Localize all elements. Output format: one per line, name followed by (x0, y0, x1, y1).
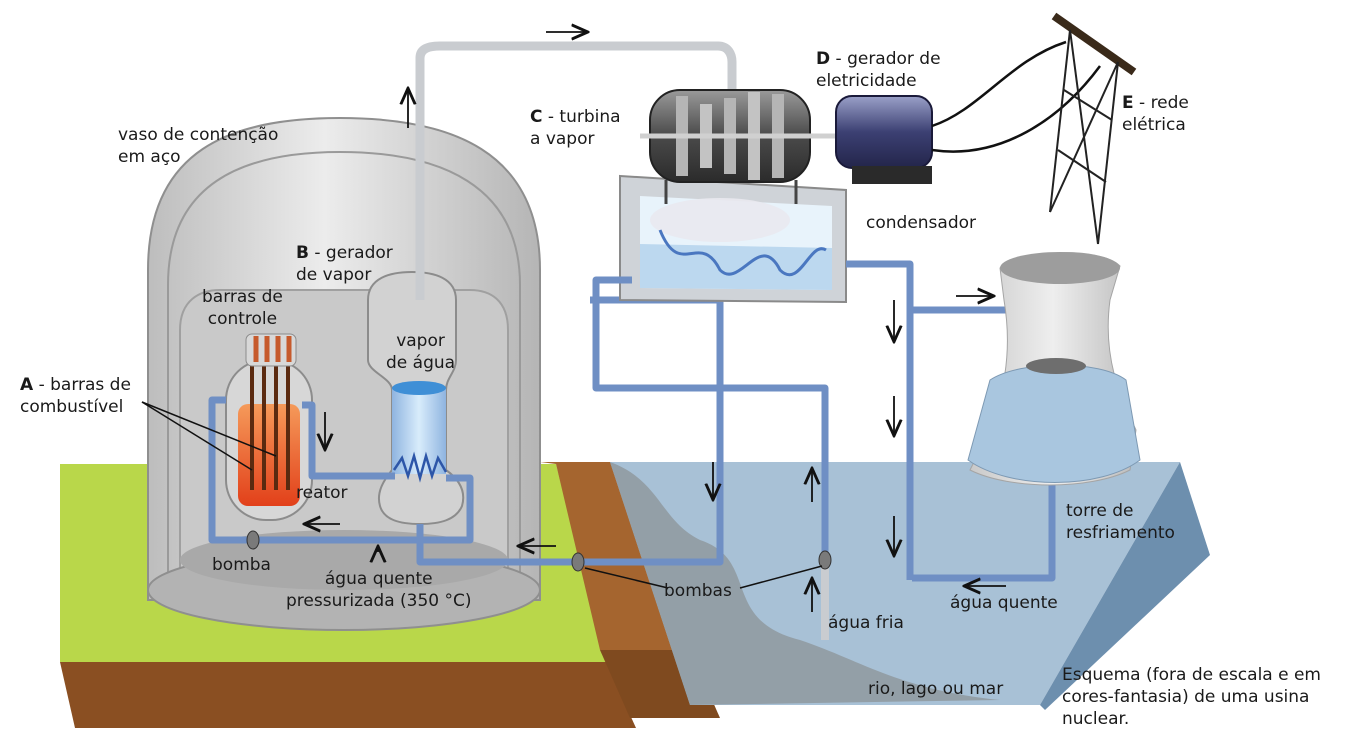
secondary-pump (571, 552, 585, 572)
label-vessel: vaso de contenção em aço (118, 125, 279, 167)
text-turbine: - turbina a vapor (530, 107, 621, 149)
letter-d: D (816, 49, 831, 69)
text-grid: - rede elétrica (1122, 93, 1189, 135)
fuel-rods (250, 360, 290, 490)
pumps (246, 530, 832, 572)
label-grid: E - rede elétrica (1122, 92, 1189, 136)
label-control-rods: barras de controle (202, 287, 283, 329)
text-generator: - gerador de eletricidade (816, 49, 941, 91)
figure-caption: Esquema (fora de escala e em cores-fanta… (1062, 665, 1321, 729)
control-rods (245, 333, 297, 367)
text-steam-generator: - gerador de vapor (296, 243, 393, 285)
text-fuel-rods: - barras de combustível (20, 375, 131, 417)
label-turbine: C - turbina a vapor (530, 106, 621, 150)
condenser (619, 174, 847, 304)
label-condenser: condensador (866, 213, 977, 233)
water-body (610, 462, 1210, 710)
containment-vessel (147, 116, 541, 631)
label-water-body: rio, lago ou mar (868, 679, 1004, 699)
label-steam: vapor de água (386, 331, 456, 373)
reactor-pump (246, 530, 260, 550)
label-cold-water: água fria (828, 613, 904, 633)
label-pump: bomba (212, 555, 271, 575)
label-cooling-tower: torre de resfriamento (1066, 501, 1175, 543)
letter-a: A (20, 375, 34, 395)
flow-arrows (306, 32, 1006, 612)
label-fuel-rods: A - barras de combustível (20, 374, 131, 418)
cooling-tower (967, 252, 1141, 486)
label-reactor: reator (296, 483, 348, 503)
steam-pipe (415, 41, 737, 300)
label-pumps: bombas (664, 581, 732, 601)
electric-generator (835, 40, 1102, 184)
cold-water-intake (821, 560, 829, 640)
leader-lines (141, 401, 823, 589)
label-hot-pressurized-water: água quente pressurizada (350 °C) (286, 569, 472, 611)
letter-e: E (1122, 93, 1134, 113)
label-hot-water: água quente (950, 593, 1058, 613)
power-grid-tower (1049, 12, 1137, 245)
reactor-vessel (225, 333, 313, 521)
label-generator: D - gerador de eletricidade (816, 48, 941, 92)
letter-c: C (530, 107, 543, 127)
label-steam-generator: B - gerador de vapor (296, 242, 393, 286)
steam-turbine (640, 89, 840, 204)
steam-generator (367, 270, 465, 526)
letter-b: B (296, 243, 309, 263)
cold-water-pump (818, 550, 832, 570)
